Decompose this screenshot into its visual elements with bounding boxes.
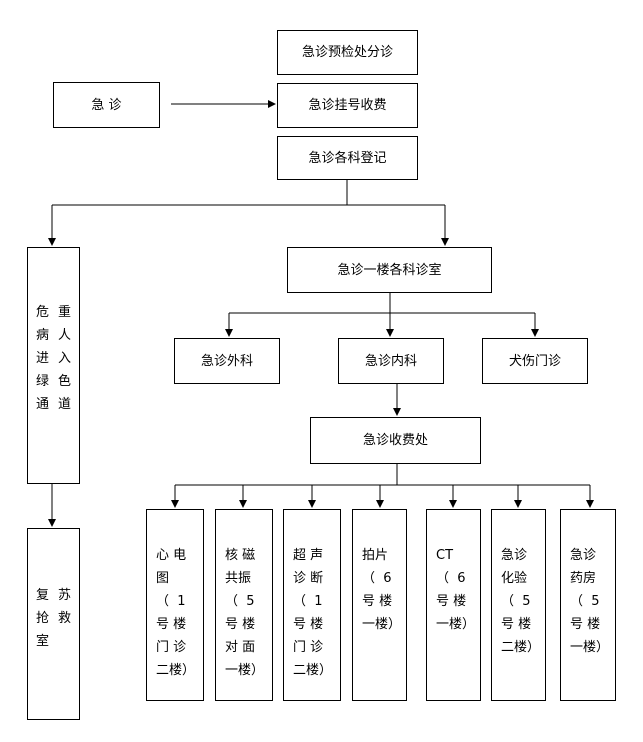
node-dept-register: 急诊各科登记 <box>277 136 418 180</box>
node-preexam: 急诊预检处分诊 <box>277 30 418 75</box>
node-lab-text: 急诊 化验 （ 5 号 楼 二楼） <box>501 548 541 655</box>
node-dog-bite: 犬伤门诊 <box>482 338 588 384</box>
node-green-channel-text-1: 危 病 进 绿 通 <box>36 305 50 412</box>
node-green-channel: 危 病 进 绿 通 重 人 入 色 道 <box>27 247 80 484</box>
node-xray-text: 拍片 （ 6 号 楼 一楼） <box>362 548 402 632</box>
node-jizhen: 急 诊 <box>53 82 160 128</box>
node-ultrasound-text: 超 声 诊 断 （ 1 号 楼 门 诊 二楼） <box>293 548 333 678</box>
node-internal-label: 急诊内科 <box>364 353 417 369</box>
node-surgery-label: 急诊外科 <box>200 353 253 369</box>
node-rescue-room-text-3: 室 <box>36 634 50 649</box>
node-mri: 核 磁 共振 （ 5 号 楼 对 面 一楼） <box>215 509 273 701</box>
node-floor1: 急诊一楼各科诊室 <box>287 247 492 293</box>
node-cashier-label: 急诊收费处 <box>362 433 428 448</box>
node-preexam-label: 急诊预检处分诊 <box>301 45 393 60</box>
node-ecg: 心 电 图 （ 1 号 楼 门 诊 二楼） <box>146 509 204 701</box>
node-dog-bite-label: 犬伤门诊 <box>508 353 561 369</box>
node-xray: 拍片 （ 6 号 楼 一楼） <box>352 509 407 701</box>
node-register-label: 急诊挂号收费 <box>308 98 387 113</box>
node-surgery: 急诊外科 <box>174 338 280 384</box>
node-cashier: 急诊收费处 <box>310 417 481 464</box>
node-lab: 急诊 化验 （ 5 号 楼 二楼） <box>491 509 546 701</box>
node-ct-text: CT （ 6 号 楼 一楼） <box>436 548 476 632</box>
node-ecg-text: 心 电 图 （ 1 号 楼 门 诊 二楼） <box>156 548 196 678</box>
node-rescue-room-text-2: 苏 救 <box>58 588 72 626</box>
node-dept-register-label: 急诊各科登记 <box>308 150 387 166</box>
node-pharmacy: 急诊 药房 （ 5 号 楼 一楼） <box>560 509 616 701</box>
node-green-channel-text-2: 重 人 入 色 道 <box>58 305 72 412</box>
node-floor1-label: 急诊一楼各科诊室 <box>337 262 442 278</box>
node-rescue-room: 复 抢 苏 救 室 <box>27 528 80 720</box>
node-rescue-room-text-1: 复 抢 <box>36 588 50 626</box>
node-ultrasound: 超 声 诊 断 （ 1 号 楼 门 诊 二楼） <box>283 509 341 701</box>
node-ct: CT （ 6 号 楼 一楼） <box>426 509 481 701</box>
node-pharmacy-text: 急诊 药房 （ 5 号 楼 一楼） <box>570 548 610 655</box>
node-jizhen-label: 急 诊 <box>91 97 122 113</box>
node-register: 急诊挂号收费 <box>277 83 418 128</box>
node-internal: 急诊内科 <box>338 338 444 384</box>
node-mri-text: 核 磁 共振 （ 5 号 楼 对 面 一楼） <box>225 548 265 678</box>
